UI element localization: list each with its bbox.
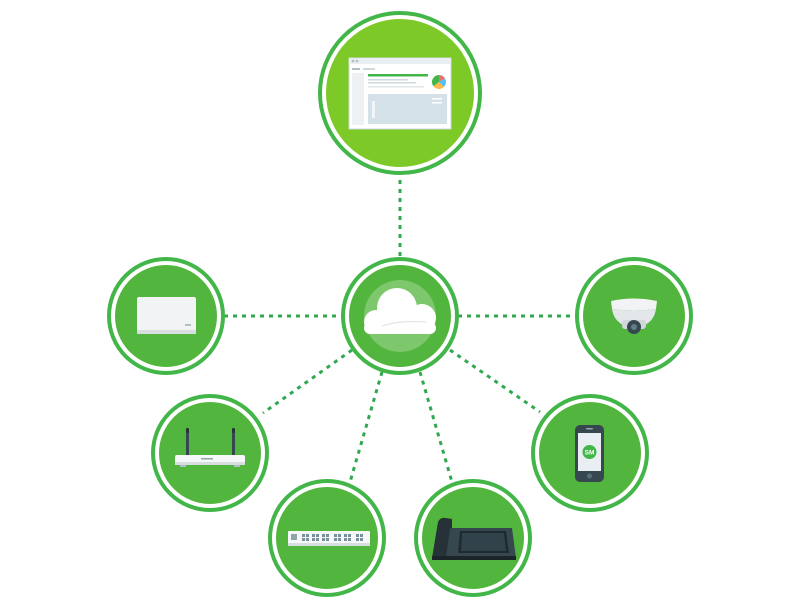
connector-desk-phone [418,371,454,483]
dashboard-screen-icon [348,57,452,130]
connector-mobile [449,348,541,414]
connectors [224,180,576,483]
security-camera-node[interactable] [575,257,693,375]
network-switch-icon [288,531,370,546]
cloud-hub[interactable] [341,257,459,375]
pie-chart-icon [432,75,446,89]
desk-phone-icon [432,517,516,560]
switch-node[interactable] [268,479,386,597]
desk-phone-node[interactable] [414,479,532,597]
wireless-access-point-icon [137,297,196,334]
phone-badge-label: SM [585,450,595,457]
dome-camera-icon [611,298,657,334]
dashboard-node[interactable] [318,11,482,175]
access-point-node[interactable] [107,257,225,375]
smartphone-icon: SM [575,425,604,482]
mobile-device-node[interactable]: SM [531,394,649,512]
sm-badge [582,445,597,459]
connector-router [262,348,353,415]
cloud-icon [364,288,436,334]
connector-switch [348,371,384,483]
wireless-router-icon [175,428,245,467]
router-node[interactable] [151,394,269,512]
